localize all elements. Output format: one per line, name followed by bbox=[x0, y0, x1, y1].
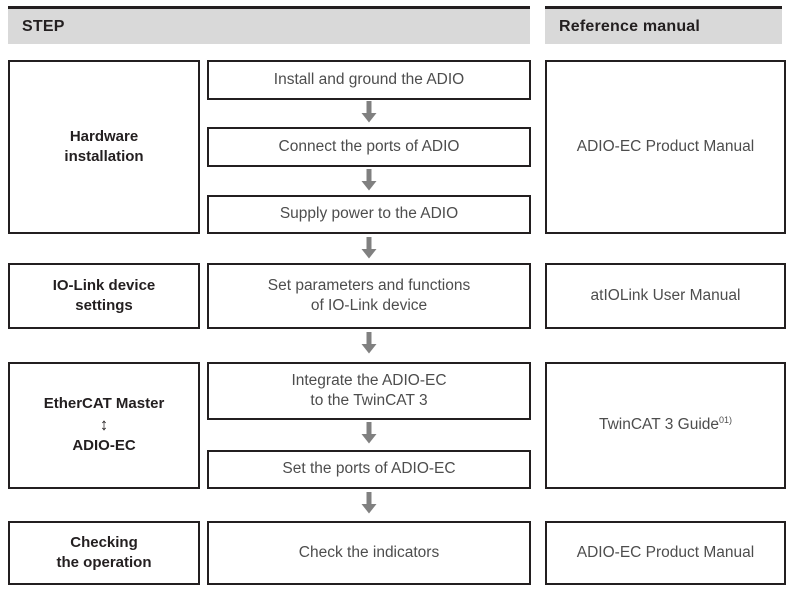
step-label-line-1: IO-Link device bbox=[52, 276, 156, 294]
step-label-ethercat-master-adio-ec: EtherCAT Master ↕ ADIO-EC bbox=[44, 394, 165, 456]
bidirectional-arrow-icon: ↕ bbox=[99, 414, 109, 434]
action-box-install-and-ground: Install and ground the ADIO bbox=[207, 60, 531, 100]
reference-label: atIOLink User Manual bbox=[590, 286, 741, 304]
reference-label-text: TwinCAT 3 Guide bbox=[598, 416, 720, 434]
table-header-row: STEP Reference manual bbox=[0, 6, 794, 46]
step-cell-ethercat-master-adio-ec: EtherCAT Master ↕ ADIO-EC bbox=[8, 362, 200, 489]
action-label: Install and ground the ADIO bbox=[273, 70, 465, 88]
action-box-integrate-adio-ec-twincat: Integrate the ADIO-EC to the TwinCAT 3 bbox=[207, 362, 531, 420]
step-label-io-link-device-settings: IO-Link device settings bbox=[53, 276, 156, 317]
action-label: Set parameters and functions of IO-Link … bbox=[268, 276, 470, 316]
action-label: Check the indicators bbox=[298, 543, 440, 561]
reference-label: ADIO-EC Product Manual bbox=[576, 543, 755, 561]
step-label-line-2: settings bbox=[75, 297, 133, 314]
action-box-check-the-indicators: Check the indicators bbox=[207, 521, 531, 585]
step-label-hardware-installation: Hardware installation bbox=[64, 127, 143, 168]
step-cell-checking-the-operation: Checking the operation bbox=[8, 521, 200, 585]
reference-cell-adio-ec-product-manual-2: ADIO-EC Product Manual bbox=[545, 521, 786, 585]
reference-label: TwinCAT 3 Guide01) bbox=[599, 415, 732, 435]
action-label: Connect the ports of ADIO bbox=[278, 137, 460, 155]
action-label-line-2: of IO-Link device bbox=[310, 297, 428, 314]
reference-label: ADIO-EC Product Manual bbox=[576, 137, 755, 155]
step-cell-io-link-device-settings: IO-Link device settings bbox=[8, 263, 200, 329]
action-box-connect-ports: Connect the ports of ADIO bbox=[207, 127, 531, 167]
reference-footnote-marker: 01) bbox=[719, 415, 733, 426]
down-block-arrow-icon bbox=[361, 492, 377, 514]
action-label-line-1: Set parameters and functions bbox=[267, 276, 471, 294]
action-box-supply-power: Supply power to the ADIO bbox=[207, 195, 531, 234]
down-block-arrow-icon bbox=[361, 332, 377, 354]
step-label-line-2: installation bbox=[64, 148, 144, 165]
down-block-arrow-icon bbox=[361, 101, 377, 123]
step-label-checking-the-operation: Checking the operation bbox=[56, 533, 151, 574]
reference-cell-adio-ec-product-manual: ADIO-EC Product Manual bbox=[545, 60, 786, 234]
action-label-line-1: Integrate the ADIO-EC bbox=[291, 371, 447, 389]
action-label: Integrate the ADIO-EC to the TwinCAT 3 bbox=[291, 371, 446, 411]
down-block-arrow-icon bbox=[361, 422, 377, 444]
reference-cell-atiolink-user-manual: atIOLink User Manual bbox=[545, 263, 786, 329]
action-box-set-ports-adio-ec: Set the ports of ADIO-EC bbox=[207, 450, 531, 489]
column-header-reference-manual: Reference manual bbox=[545, 6, 782, 44]
step-label-line-1: EtherCAT Master bbox=[43, 395, 165, 413]
action-box-set-parameters-io-link: Set parameters and functions of IO-Link … bbox=[207, 263, 531, 329]
step-label-line-2: the operation bbox=[56, 554, 152, 571]
step-label-line-1: Checking bbox=[70, 533, 138, 551]
action-label: Set the ports of ADIO-EC bbox=[282, 460, 456, 478]
down-block-arrow-icon bbox=[361, 237, 377, 259]
step-label-line-2: ADIO-EC bbox=[72, 437, 136, 455]
action-label: Supply power to the ADIO bbox=[279, 205, 459, 223]
reference-cell-twincat-3-guide: TwinCAT 3 Guide01) bbox=[545, 362, 786, 489]
step-cell-hardware-installation: Hardware installation bbox=[8, 60, 200, 234]
down-block-arrow-icon bbox=[361, 169, 377, 191]
step-label-line-1: Hardware bbox=[69, 127, 139, 145]
action-label-line-2: to the TwinCAT 3 bbox=[310, 392, 428, 409]
column-header-step: STEP bbox=[8, 6, 530, 44]
